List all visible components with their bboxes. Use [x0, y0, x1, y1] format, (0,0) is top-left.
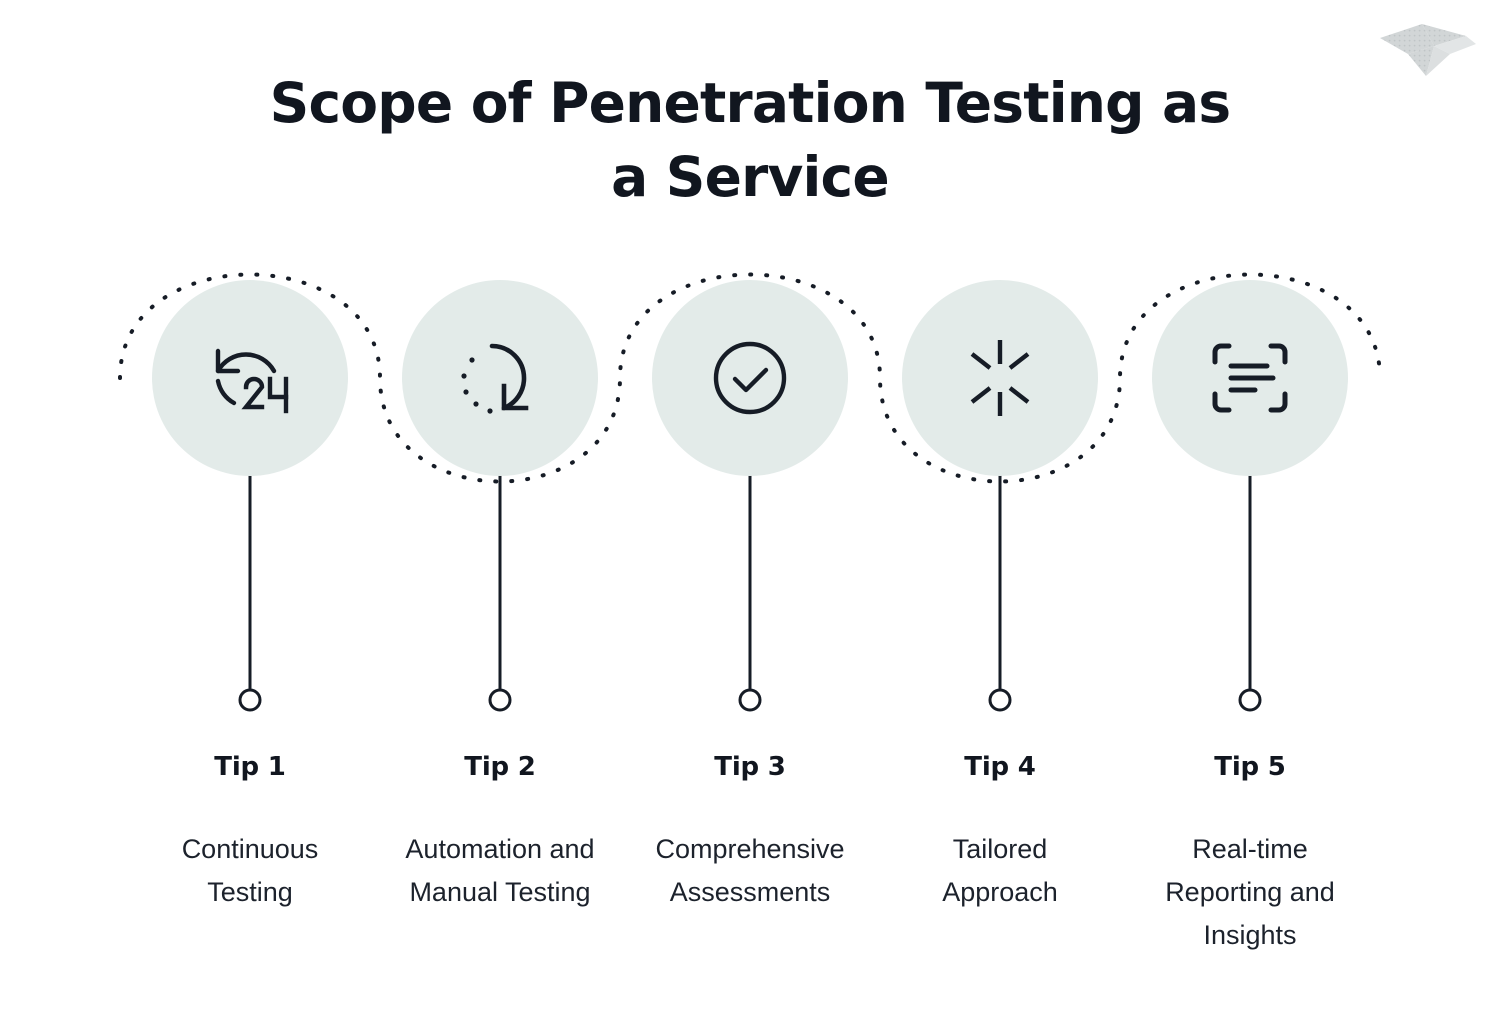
tip-description-3: Comprehensive Assessments: [655, 834, 845, 907]
clock-24-rotate-icon: [215, 348, 289, 414]
tip-label-1: Tip 1: [214, 752, 286, 782]
page-title: Scope of Penetration Testing as a Servic…: [0, 66, 1500, 214]
step-node-3[interactable]: [652, 280, 848, 476]
tip-description-4: Tailored Approach: [942, 834, 1058, 907]
stem-endpoint-1: [238, 688, 262, 712]
step-node-1[interactable]: [152, 280, 348, 476]
stem-endpoint-2: [488, 688, 512, 712]
starburst-icon: [970, 340, 1030, 416]
stem-endpoint-4: [988, 688, 1012, 712]
refresh-dotted-arrow-icon: [461, 343, 529, 414]
step-node-2[interactable]: [402, 280, 598, 476]
step-node-5[interactable]: [1152, 280, 1348, 476]
tip-description-5: Real-time Reporting and Insights: [1165, 834, 1335, 950]
page-title-line-2: a Service: [611, 145, 890, 209]
origami-bird-logo: [1378, 14, 1478, 84]
tip-description-1: Continuous Testing: [181, 834, 319, 907]
check-circle-icon: [713, 341, 787, 415]
scan-document-icon: [1212, 343, 1288, 413]
stem-endpoint-5: [1238, 688, 1262, 712]
tip-label-5: Tip 5: [1214, 752, 1286, 782]
tip-label-2: Tip 2: [464, 752, 536, 782]
tip-label-3: Tip 3: [714, 752, 786, 782]
step-node-4[interactable]: [902, 280, 1098, 476]
tip-label-4: Tip 4: [964, 752, 1036, 782]
tip-description-2: Automation and Manual Testing: [405, 834, 595, 907]
stem-endpoint-3: [738, 688, 762, 712]
page-title-line-1: Scope of Penetration Testing as: [269, 71, 1231, 135]
